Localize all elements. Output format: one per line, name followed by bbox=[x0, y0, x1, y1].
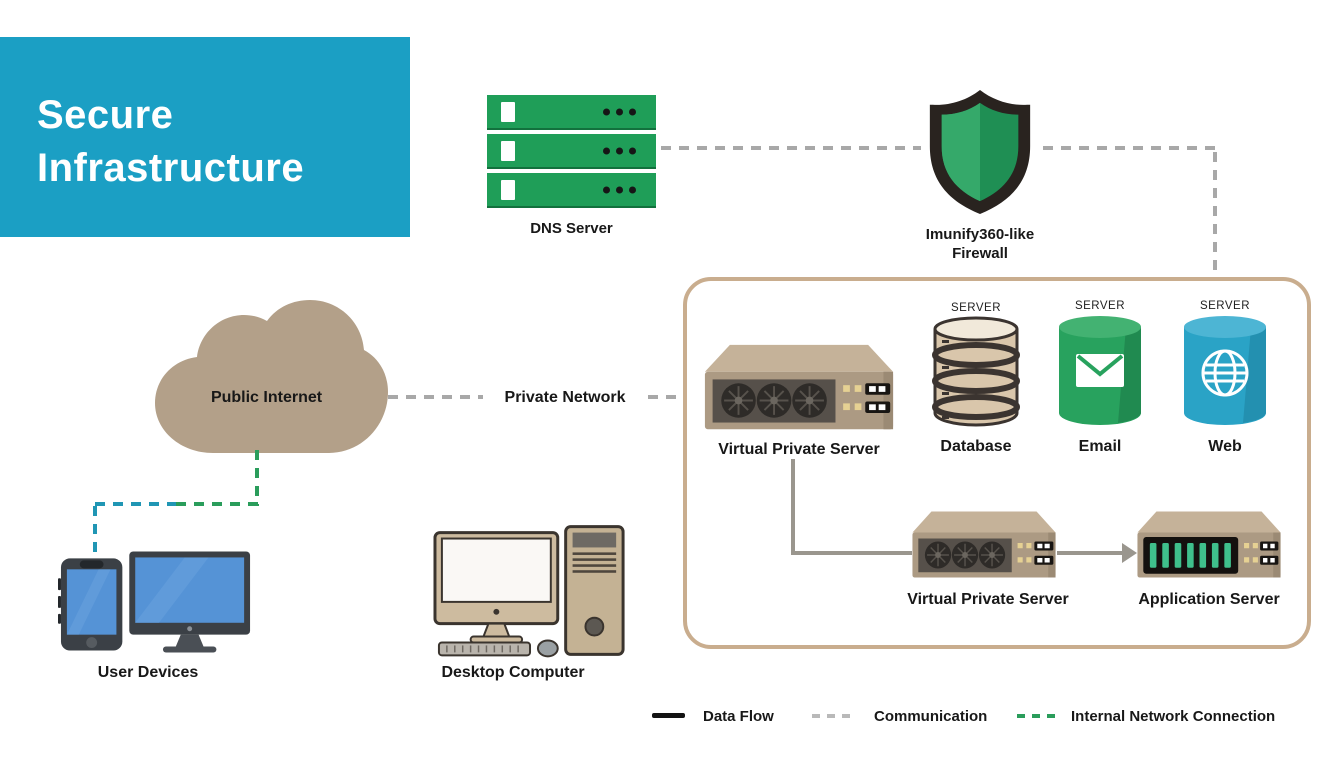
database-server-tag: SERVER bbox=[950, 302, 1002, 314]
dns-server-label: DNS Server bbox=[530, 220, 613, 237]
internal-dash-h-teal bbox=[95, 502, 176, 506]
private-network-box bbox=[683, 277, 1311, 649]
web-label: Web bbox=[1208, 438, 1242, 455]
dataflow-connector-vps1-h bbox=[791, 551, 912, 555]
legend-dataflow-swatch bbox=[652, 713, 685, 718]
desktop-computer-label: Desktop Computer bbox=[441, 664, 585, 681]
firewall-shield-icon bbox=[929, 90, 1031, 214]
communication-dash-cloud-label bbox=[388, 395, 483, 399]
desktop-computer-icon bbox=[433, 525, 625, 658]
communication-dash-label-box bbox=[648, 395, 683, 399]
dataflow-arrow-head bbox=[1122, 543, 1137, 563]
page-title: Secure Infrastructure bbox=[37, 93, 305, 190]
database-icon bbox=[932, 316, 1020, 427]
internal-dash-h-green bbox=[176, 502, 259, 506]
internal-dash-cloud-v bbox=[255, 450, 259, 506]
private-network-label: Private Network bbox=[504, 389, 626, 406]
email-label: Email bbox=[1078, 438, 1122, 455]
communication-dash-firewall-box-v bbox=[1213, 152, 1217, 277]
app-server-label: Application Server bbox=[1138, 591, 1280, 608]
dns-rack-unit bbox=[487, 134, 656, 169]
vps2-label: Virtual Private Server bbox=[907, 591, 1069, 608]
legend-communication-label: Communication bbox=[874, 708, 988, 725]
web-server-tag: SERVER bbox=[1199, 300, 1251, 312]
virtual-private-server2-icon bbox=[912, 511, 1056, 578]
dataflow-arrow-line bbox=[1057, 551, 1123, 555]
user-devices-label: User Devices bbox=[97, 664, 199, 681]
dns-rack-unit bbox=[487, 173, 656, 208]
communication-dash-firewall-box-h bbox=[1043, 146, 1217, 150]
internal-dash-devices-v bbox=[93, 506, 97, 558]
dataflow-connector-vps1-v bbox=[791, 459, 795, 555]
title-block: Secure Infrastructure bbox=[0, 37, 410, 237]
dns-server-icon bbox=[487, 95, 656, 208]
vps1-label: Virtual Private Server bbox=[718, 441, 880, 458]
virtual-private-server-icon bbox=[704, 344, 894, 430]
web-globe-icon bbox=[1184, 316, 1266, 425]
email-server-tag: SERVER bbox=[1074, 300, 1126, 312]
legend-dataflow-label: Data Flow bbox=[703, 708, 774, 725]
application-server-icon bbox=[1137, 511, 1281, 578]
public-internet-label: Public Internet bbox=[210, 389, 323, 406]
database-label: Database bbox=[940, 438, 1012, 455]
user-devices-icon bbox=[58, 551, 251, 653]
dns-rack-unit bbox=[487, 95, 656, 130]
legend-internal-label: Internal Network Connection bbox=[1071, 708, 1276, 725]
legend-communication-swatch bbox=[812, 714, 853, 718]
email-icon bbox=[1059, 316, 1141, 425]
legend-internal-swatch bbox=[1017, 714, 1059, 718]
communication-dash-dns-firewall bbox=[661, 146, 921, 150]
public-internet-cloud-icon bbox=[155, 300, 388, 453]
firewall-label: Imunify360-like Firewall bbox=[925, 226, 1035, 262]
